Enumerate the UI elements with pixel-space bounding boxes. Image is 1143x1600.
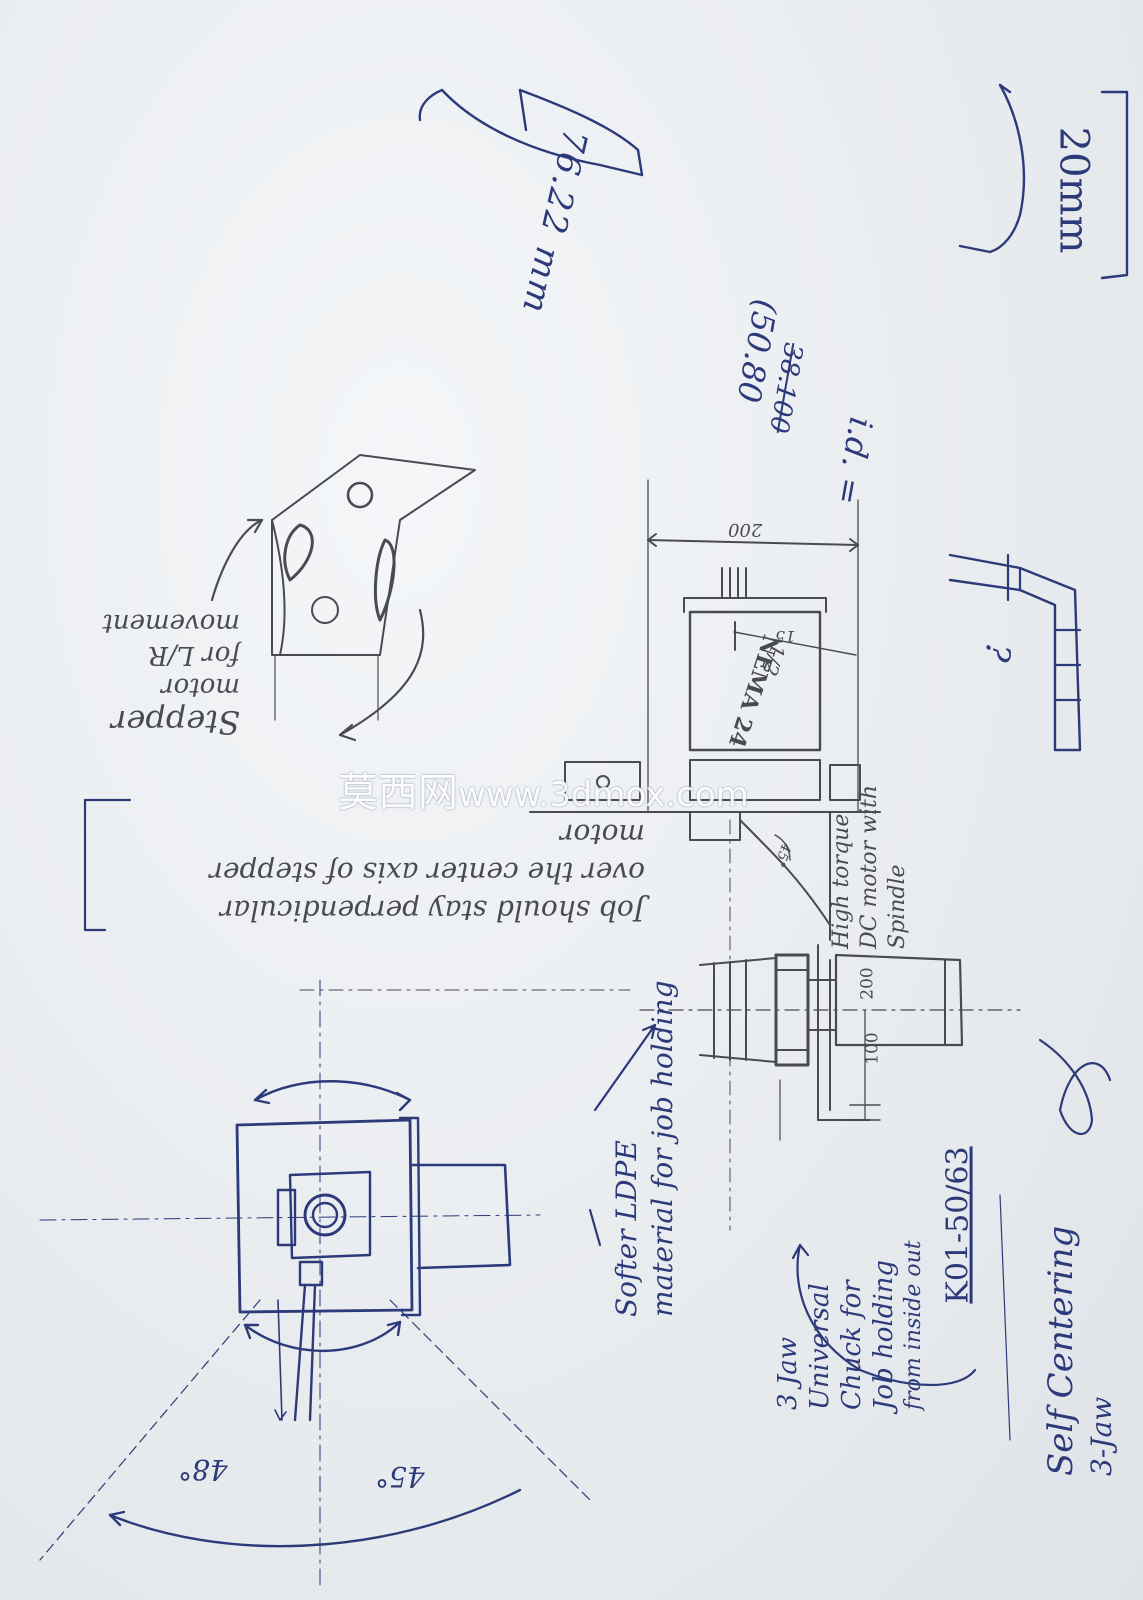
chuck-note-line: Universal [805,1283,835,1410]
dim-200-side: 200 [857,967,878,1000]
dim-100: 100 [862,1032,883,1065]
ldpe-note-line: material for job holding [646,980,679,1317]
dim-200-top: 200 [728,519,763,540]
job-note-line: motor [560,818,645,851]
dc-motor-note-line: High torque [829,813,854,949]
chuck-note: 3 Jaw Universal Chuck for Job holding fr… [773,1160,926,1410]
ldpe-note: Softer LDPE material for job holding [610,980,679,1317]
job-note-line: Job should stay perpendicular [219,894,645,927]
tube-20mm-label: 20mm [1050,126,1097,254]
note-arrows [83,553,1112,1441]
top-view-assembly [39,979,591,1591]
watermark-url: www.3dmox.com [458,775,749,815]
chuck-note-line: from inside out [901,1240,926,1410]
angle-45-label: 45° [375,1460,425,1493]
chuck-note-line: Job holding [869,1259,899,1410]
stepper-note-line: Stepper [111,703,240,741]
job-note: Job should stay perpendicular over the c… [95,818,645,927]
tube-end-sketch [958,83,1129,280]
job-note-line: over the center axis of stepper [209,856,645,889]
watermark: 莫西网www.3dmox.com [338,760,749,818]
stepper-note: Stepper motor for L/R movement [40,608,240,741]
dc-motor-note: High torque DC motor with Spindle [829,769,910,950]
dc-motor-note-line: Spindle [885,864,910,950]
stepper-note-line: motor [161,672,240,702]
self-centering-line: Self Centering [1041,1225,1081,1476]
dc-motor-note-line: DC motor with [857,784,882,949]
model-label: K01-50/63 [940,1146,976,1304]
spindle-assembly-sketch [299,819,1021,1231]
curved-tube-sketch [418,88,644,177]
self-centering-note: Self Centering 3-Jaw [1041,1176,1118,1476]
bracket-sketch [210,454,476,742]
stepper-note-line: movement [102,608,240,638]
stepper-note-line: for L/R [148,640,240,670]
watermark-cn: 莫西网 [338,770,458,816]
self-centering-line: 3-Jaw [1085,1396,1118,1476]
chuck-note-line: 3 Jaw [773,1337,803,1410]
nema-motor-sketch [529,479,881,941]
ldpe-note-line: Softer LDPE [610,1140,643,1317]
chuck-note-line: Chuck for [837,1280,867,1410]
angle-48-label: 48° [178,1453,228,1486]
